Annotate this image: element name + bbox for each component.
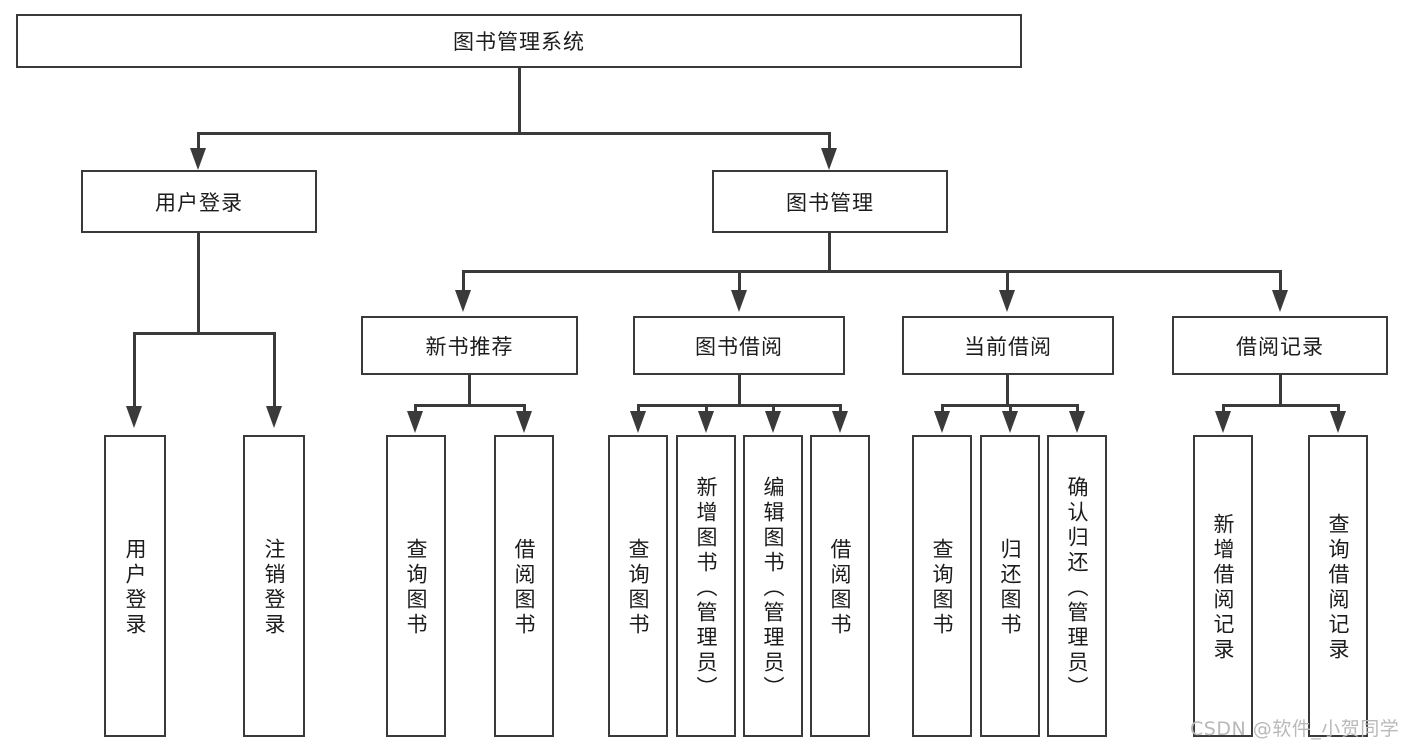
node-user-login[interactable]: 用户登录 [81,170,317,233]
leaf-borrow-book-1[interactable]: 借阅图书 [494,435,554,737]
node-label: 注销登录 [262,538,287,638]
node-label: 借阅图书 [828,538,853,638]
arrow-to-leaf-confirm-return [1069,411,1085,433]
edge-borrow-record-stem [1279,375,1282,406]
node-label: 新增借阅记录 [1211,513,1236,663]
arrow-to-leaf-edit-book [765,411,781,433]
leaf-query-book-2[interactable]: 查询图书 [608,435,668,737]
edge-book-manage-bus [462,270,1282,273]
edge-root-stem [518,68,521,134]
csdn-watermark: CSDN @软件_小贺同学 [1190,718,1400,740]
arrow-to-borrow-record [1272,290,1288,312]
node-book-manage[interactable]: 图书管理 [712,170,948,233]
node-label: 查询借阅记录 [1326,513,1351,663]
leaf-logout-login[interactable]: 注销登录 [243,435,305,737]
node-current-borrow[interactable]: 当前借阅 [902,316,1114,375]
node-label: 查询图书 [404,538,429,638]
node-label: 当前借阅 [964,334,1052,359]
leaf-confirm-return[interactable]: 确认归还（管理员） [1047,435,1107,737]
arrow-to-book-manage [821,148,837,170]
arrow-to-book-borrow [731,290,747,312]
arrow-to-leaf-query-borrow-record [1330,411,1346,433]
node-label: 用户登录 [123,538,148,638]
node-label: 新增图书（管理员） [694,475,719,701]
edge-book-manage-stem [828,233,831,272]
arrow-to-leaf-add-book [698,411,714,433]
edge-book-manage-drop-1 [462,270,465,297]
node-new-book-recommend[interactable]: 新书推荐 [361,316,578,375]
arrow-to-current-borrow [999,290,1015,312]
leaf-return-book[interactable]: 归还图书 [980,435,1040,737]
edge-book-borrow-stem [738,375,741,406]
arrow-to-leaf-borrow-book-1 [516,411,532,433]
arrow-to-leaf-query-book-1 [407,411,423,433]
leaf-query-book-3[interactable]: 查询图书 [912,435,972,737]
arrow-to-leaf-user-login [126,406,142,428]
leaf-query-book-1[interactable]: 查询图书 [386,435,446,737]
edge-user-login-drop-2 [273,332,276,414]
node-label: 归还图书 [998,538,1023,638]
leaf-user-login[interactable]: 用户登录 [104,435,166,737]
edge-borrow-record-bus [1222,404,1340,407]
node-label: 借阅记录 [1236,334,1324,359]
leaf-query-borrow-record[interactable]: 查询借阅记录 [1308,435,1368,737]
arrow-to-leaf-add-borrow-record [1215,411,1231,433]
edge-new-book-recommend-stem [468,375,471,406]
leaf-edit-book[interactable]: 编辑图书（管理员） [743,435,803,737]
node-label: 新书推荐 [425,334,514,359]
node-book-borrow[interactable]: 图书借阅 [633,316,845,375]
node-label: 确认归还（管理员） [1065,475,1090,701]
arrow-to-leaf-borrow-book-2 [832,411,848,433]
arrow-to-leaf-query-book-2 [630,411,646,433]
edge-user-login-bus [133,332,276,335]
leaf-add-borrow-record[interactable]: 新增借阅记录 [1193,435,1253,737]
edge-book-borrow-bus [637,404,842,407]
node-borrow-record[interactable]: 借阅记录 [1172,316,1388,375]
node-label: 查询图书 [626,538,651,638]
arrow-to-leaf-return-book [1002,411,1018,433]
node-label: 编辑图书（管理员） [761,475,786,701]
edge-root-drop-left [197,132,200,157]
edge-new-book-recommend-bus [414,404,526,407]
edge-book-manage-drop-3 [1006,270,1009,297]
node-label: 查询图书 [930,538,955,638]
edge-root-bus [197,132,831,135]
edge-root-drop-right [828,132,831,157]
edge-book-manage-drop-4 [1279,270,1282,297]
edge-user-login-drop-1 [133,332,136,414]
arrow-to-leaf-logout-login [266,406,282,428]
edge-current-borrow-stem [1006,375,1009,406]
arrow-to-leaf-query-book-3 [934,411,950,433]
edge-book-manage-drop-2 [738,270,741,297]
leaf-add-book[interactable]: 新增图书（管理员） [676,435,736,737]
node-root-book-management-system[interactable]: 图书管理系统 [16,14,1022,68]
arrow-to-new-book-recommend [455,290,471,312]
node-label: 图书借阅 [695,334,783,359]
node-label: 图书管理系统 [453,30,585,54]
node-label: 图书管理 [786,190,874,215]
node-label: 借阅图书 [512,538,537,638]
arrow-to-user-login [190,148,206,170]
node-label: 用户登录 [155,190,243,215]
edge-user-login-stem [197,233,200,334]
leaf-borrow-book-2[interactable]: 借阅图书 [810,435,870,737]
